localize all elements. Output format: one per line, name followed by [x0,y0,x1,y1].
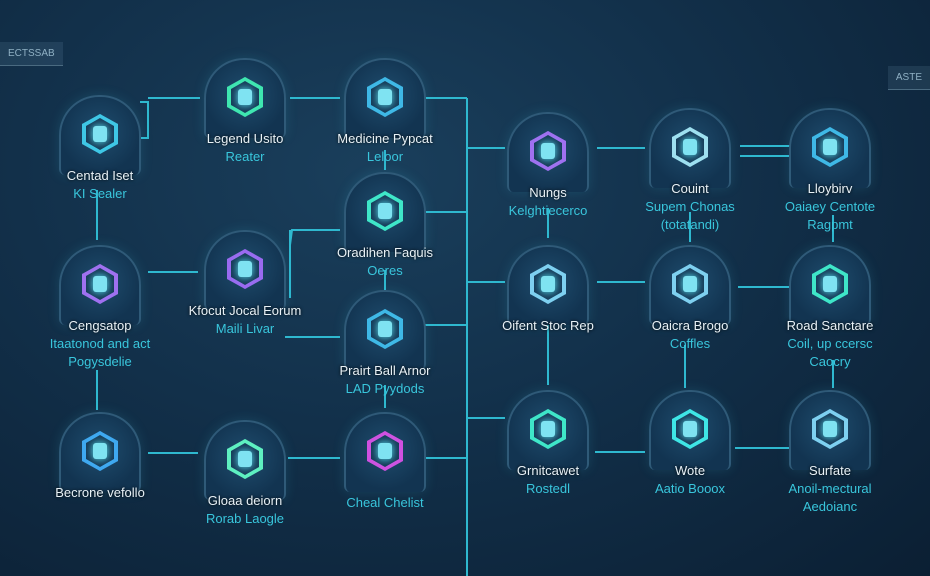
badge-right: ASTE [887,66,930,90]
node-sublabel: Itaatonod and act Pogysdelie [49,336,151,369]
node-label: Gloaa deiorn [207,493,283,508]
diagram-node: Centad Iset KI Sealer [35,95,165,203]
badge-right-text: ASTE [895,72,922,83]
icon-core [541,421,555,437]
node-label: Wote [674,463,706,478]
diagram-node: Cheal Chelist [320,412,450,512]
shield-badge [789,108,871,188]
node-label: Surfate [809,463,851,478]
shield-badge [204,420,286,500]
icon-core [823,421,837,437]
icon-core [683,421,697,437]
icon-core [378,443,392,459]
node-label: Lloybirv [807,181,853,196]
node-label: Medicine Pypcat [337,131,433,146]
node-label: Oaicra Brogo [651,318,729,333]
node-sublabel: Maili Livar [215,321,275,336]
node-sublabel: Coffles [669,336,711,351]
badge-left: ECTSSAB [0,42,63,66]
node-label: Nungs [529,185,567,200]
shield-badge [59,412,141,492]
diagram-node: Becrone vefollo [35,412,165,502]
shield-badge [344,290,426,370]
icon-core [683,276,697,292]
node-label: Cengsatop [68,318,132,333]
node-sublabel: Reater [225,149,265,164]
node-sublabel: LAD Pyydods [345,381,425,396]
node-label: Couint [671,181,709,196]
node-sublabel: Kelghtiecerco [508,203,588,218]
node-sublabel: Anoil-mectural Aedoianc [788,481,872,514]
node-sublabel: Supem Chonas (totatandi) [645,199,735,232]
icon-core [378,321,392,337]
shield-badge [649,390,731,470]
node-sublabel: Leloor [366,149,404,164]
shield-badge [344,412,426,492]
shield-badge [789,390,871,470]
node-sublabel: Rorab Laogle [205,511,285,526]
node-label: Road Sanctare [786,318,874,333]
node-label: Legend Usito [206,131,284,146]
shield-badge [59,245,141,325]
icon-core [238,451,252,467]
connector [140,101,149,139]
node-label: Oradihen Faquis [336,245,434,260]
node-sublabel: Oeres [367,263,403,278]
icon-core [378,203,392,219]
icon-core [823,139,837,155]
shield-badge [789,245,871,325]
icon-core [541,143,555,159]
icon-core [238,89,252,105]
icon-core [378,89,392,105]
shield-badge [507,390,589,470]
node-label: Grnitcawet [516,463,580,478]
shield-badge [507,245,589,325]
node-label: Centad Iset [66,168,134,183]
shield-badge [59,95,141,175]
node-sublabel: Oaiaey Centote Ragpmt [784,199,876,232]
icon-core [541,276,555,292]
icon-core [238,261,252,277]
node-sublabel: Rostedl [525,481,571,496]
icon-core [93,443,107,459]
icon-core [93,276,107,292]
icon-core [823,276,837,292]
node-sublabel: Aatio Booox [654,481,726,496]
node-sublabel: Cheal Chelist [346,495,424,510]
shield-badge [344,172,426,252]
node-label: Prairt Ball Arnor [339,363,431,378]
shield-badge [649,245,731,325]
node-label: Oifent Stoc Rep [502,318,594,333]
shield-badge [204,58,286,138]
diagram-node: Oifent Stoc Rep [483,245,613,335]
shield-badge [649,108,731,188]
icon-core [683,139,697,155]
icon-core [93,126,107,142]
shield-badge [344,58,426,138]
shield-badge [204,230,286,310]
badge-left-text: ECTSSAB [8,48,55,59]
node-label: Kfocut Jocal Eorum [188,303,302,318]
shield-badge [507,112,589,192]
node-sublabel: KI Sealer [73,186,127,201]
node-label: Becrone vefollo [55,485,145,500]
node-sublabel: Coil, up ccersc Caocry [787,336,873,369]
